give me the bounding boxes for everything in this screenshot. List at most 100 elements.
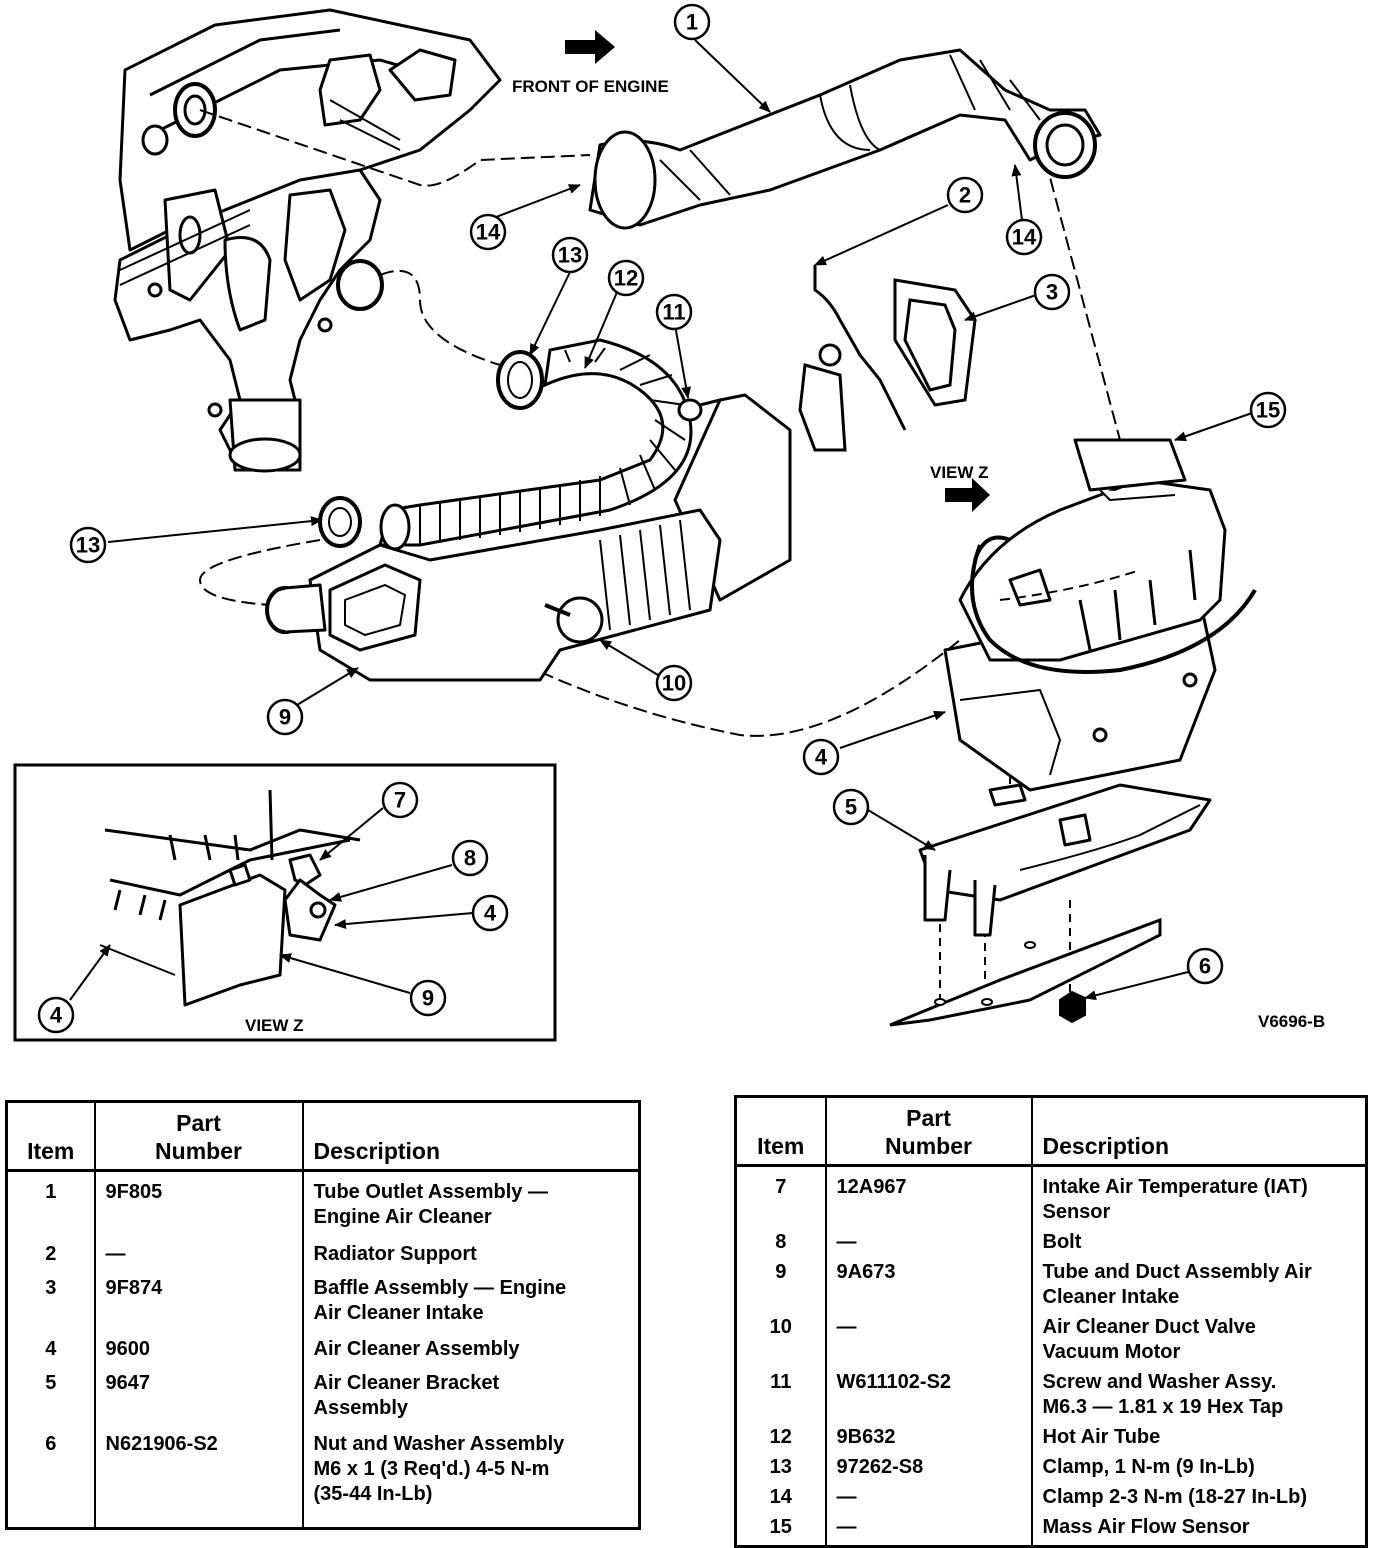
view-z-inset-label: VIEW Z xyxy=(245,1016,304,1035)
header-description: Description xyxy=(1030,1096,1367,1167)
callout-13: 13 xyxy=(558,243,582,268)
table-filler-row xyxy=(7,1521,640,1529)
header-description: Description xyxy=(301,1101,640,1172)
callout-6: 6 xyxy=(1199,954,1211,979)
callout-9: 9 xyxy=(279,705,291,730)
callout-4-inset: 4 xyxy=(484,901,497,926)
callout-9-inset: 9 xyxy=(422,986,434,1011)
table-row: 13 97262-S8 Clamp, 1 N-m (9 In-Lb) xyxy=(736,1455,1367,1485)
header-part-number: Part Number xyxy=(824,1096,1032,1167)
callout-15: 15 xyxy=(1256,398,1280,423)
mounting-panel xyxy=(889,917,1162,1027)
part-number: — xyxy=(824,1315,1032,1370)
description: Hot Air Tube xyxy=(1030,1425,1367,1455)
header-part-number: Part Number xyxy=(93,1101,303,1172)
item-number: 7 xyxy=(775,1176,787,1198)
callout-14-right: 14 xyxy=(1012,225,1037,250)
part-number: — xyxy=(824,1230,1032,1260)
description: Clamp 2-3 N-m (18-27 In-Lb) xyxy=(1030,1485,1367,1515)
callout-5: 5 xyxy=(845,795,857,820)
table-row: 11 W611102-S2 Screw and Washer Assy.M6.3… xyxy=(736,1370,1367,1425)
view-z-inset-pointer xyxy=(99,944,176,976)
callout-1: 1 xyxy=(686,10,698,35)
item-number: 3 xyxy=(45,1276,57,1299)
header-item: Item xyxy=(735,1096,826,1167)
table-header-row: Item Part Number Description xyxy=(6,1101,640,1172)
header-item: Item xyxy=(6,1101,95,1172)
air-cleaner-bracket xyxy=(918,783,1212,937)
clamp-13 xyxy=(318,350,544,548)
callout-11: 11 xyxy=(662,300,685,325)
item-number: 12 xyxy=(769,1426,792,1448)
nut-washer-6 xyxy=(1059,990,1086,1024)
table-row: 1 9F805 Tube Outlet Assembly —Engine Air… xyxy=(7,1170,640,1243)
callout-2: 2 xyxy=(959,183,971,208)
item-number: 13 xyxy=(769,1456,792,1478)
exploded-view-diagram: FRONT OF ENGINE VIEW Z VIEW Z V6696-B 1 … xyxy=(13,3,1325,1042)
part-number: 9B632 xyxy=(824,1425,1032,1455)
table-row: 7 12A967 Intake Air Temperature (IAT)Sen… xyxy=(736,1165,1367,1230)
callout-12: 12 xyxy=(614,266,638,291)
item-number: 9 xyxy=(775,1261,787,1283)
item-number: 14 xyxy=(769,1486,792,1508)
table-row: 12 9B632 Hot Air Tube xyxy=(736,1425,1367,1455)
part-number: N621906-S2 xyxy=(93,1431,303,1522)
table-row: 2 — Radiator Support xyxy=(7,1242,640,1276)
description: Clamp, 1 N-m (9 In-Lb) xyxy=(1030,1455,1367,1485)
table-row: 4 9600 Air Cleaner Assembly xyxy=(7,1337,640,1371)
part-number: W611102-S2 xyxy=(824,1370,1032,1425)
callout-3: 3 xyxy=(1046,280,1058,305)
table-row: 8 — Bolt xyxy=(736,1230,1367,1260)
description: Bolt xyxy=(1030,1230,1367,1260)
item-number: 8 xyxy=(775,1231,787,1253)
description: Intake Air Temperature (IAT)Sensor xyxy=(1030,1165,1367,1230)
item-number: 2 xyxy=(45,1243,57,1266)
figure-code: V6696-B xyxy=(1258,1012,1325,1031)
view-z-inset xyxy=(13,763,557,1042)
callout-4: 4 xyxy=(815,745,828,770)
front-of-engine-label: FRONT OF ENGINE xyxy=(512,77,669,96)
part-number: 9F805 xyxy=(93,1170,303,1243)
parts-table-right: Item Part Number Description 7 12A967 In… xyxy=(734,1095,1368,1548)
part-number: 97262-S8 xyxy=(824,1455,1032,1485)
parts-table-left: Item Part Number Description 1 9F805 Tub… xyxy=(5,1100,641,1530)
part-number: — xyxy=(93,1242,303,1276)
radiator-support xyxy=(813,265,907,431)
tube-outlet-assembly xyxy=(588,48,1102,230)
part-number: 9647 xyxy=(93,1370,303,1432)
table-header-row: Item Part Number Description xyxy=(735,1096,1367,1167)
table-row: 14 — Clamp 2-3 N-m (18-27 In-Lb) xyxy=(736,1485,1367,1515)
callouts xyxy=(37,3,1287,1034)
view-z-arrow xyxy=(945,478,990,512)
item-number: 6 xyxy=(45,1432,57,1455)
part-number: — xyxy=(824,1485,1032,1515)
description: Air Cleaner Assembly xyxy=(301,1337,640,1371)
part-number: 9600 xyxy=(93,1337,303,1371)
item-number: 5 xyxy=(45,1371,57,1394)
engine-illustration xyxy=(113,8,502,473)
air-cleaner-assembly xyxy=(943,438,1257,792)
part-number: 9A673 xyxy=(824,1260,1032,1315)
part-number: 9F874 xyxy=(93,1275,303,1338)
callout-13-lower: 13 xyxy=(76,533,100,558)
leader-lines xyxy=(69,39,1253,1001)
callout-10: 10 xyxy=(662,671,686,696)
part-number: 12A967 xyxy=(824,1165,1032,1230)
baffle-assembly xyxy=(798,278,977,452)
callout-14: 14 xyxy=(476,220,501,245)
item-number: 4 xyxy=(45,1338,57,1361)
front-of-engine-arrow xyxy=(565,30,615,64)
part-number: — xyxy=(824,1515,1032,1547)
callout-8: 8 xyxy=(464,846,476,871)
description: Radiator Support xyxy=(301,1242,640,1276)
description: Tube Outlet Assembly —Engine Air Cleaner xyxy=(301,1170,640,1243)
screw-11 xyxy=(677,398,721,422)
